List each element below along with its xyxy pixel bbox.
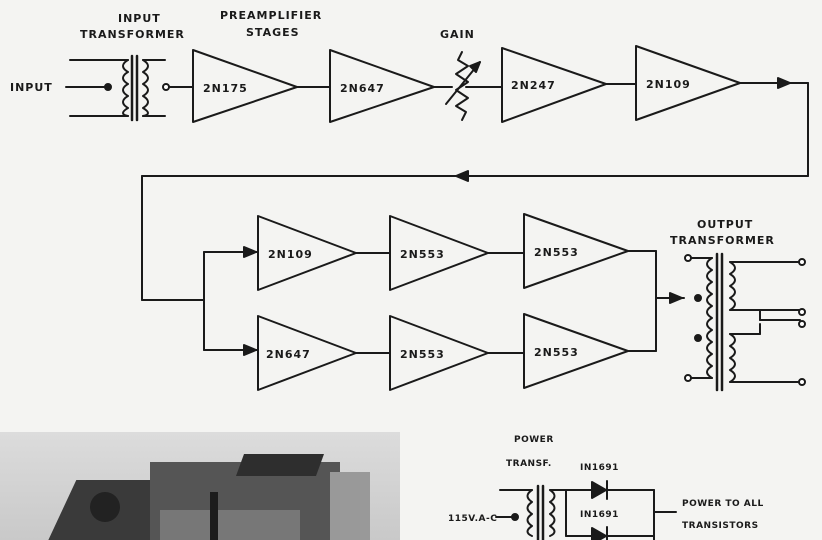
- stage-label: 2N647: [266, 348, 311, 361]
- stage-label: 2N553: [400, 248, 445, 261]
- stage-label: 2N553: [534, 246, 579, 259]
- output-transformer: [685, 254, 805, 390]
- equipment-photo: [0, 432, 400, 540]
- ac-input-label: 115V.A-C: [448, 514, 497, 524]
- arrow-icon: [670, 293, 682, 303]
- ac-node: [512, 514, 518, 520]
- power-output-label-1: POWER TO ALL: [682, 499, 764, 509]
- amplifier-stage: 2N647: [258, 316, 356, 390]
- arrow-icon: [244, 345, 256, 355]
- stage-label: 2N553: [534, 346, 579, 359]
- output-transformer-label-1: OUTPUT: [697, 218, 753, 231]
- diode-label: IN1691: [580, 510, 619, 520]
- power-output-label-2: TRANSISTORS: [682, 521, 759, 531]
- amplifier-stage: 2N109: [636, 46, 740, 120]
- arrow-icon: [778, 78, 790, 88]
- stage-label: 2N175: [203, 82, 248, 95]
- gain-label: GAIN: [440, 28, 475, 41]
- amplifier-stage: 2N175: [193, 50, 297, 122]
- amplifier-stage: 2N247: [502, 48, 606, 122]
- diode-icon: [592, 527, 607, 540]
- power-transformer: [500, 486, 592, 540]
- input-transformer-label-2: TRANSFORMER: [80, 28, 185, 41]
- power-transformer-label-2: TRANSF.: [506, 459, 552, 469]
- stage-label: 2N247: [511, 79, 556, 92]
- diode-icon: [592, 481, 607, 499]
- amplifier-stage: 2N553: [524, 214, 628, 288]
- arrow-icon: [456, 171, 468, 181]
- stage-label: 2N109: [646, 78, 691, 91]
- preamp-label-2: STAGES: [246, 26, 300, 39]
- amplifier-stage: 2N109: [258, 216, 356, 290]
- amplifier-stage: 2N647: [330, 50, 434, 122]
- stage-label: 2N647: [340, 82, 385, 95]
- amplifier-stage: 2N553: [390, 216, 488, 290]
- stage-label: 2N109: [268, 248, 313, 261]
- preamp-label-1: PREAMPLIFIER: [220, 9, 322, 22]
- amplifier-stage: 2N553: [390, 316, 488, 390]
- diode-label: IN1691: [580, 463, 619, 473]
- input-node: [105, 84, 111, 90]
- amplifier-stage: 2N553: [524, 314, 628, 388]
- arrow-icon: [244, 247, 256, 257]
- stage-label: 2N553: [400, 348, 445, 361]
- power-transformer-label-1: POWER: [514, 435, 554, 445]
- output-transformer-label-2: TRANSFORMER: [670, 234, 775, 247]
- input-label: INPUT: [10, 81, 53, 94]
- input-transformer-label-1: INPUT: [118, 12, 161, 25]
